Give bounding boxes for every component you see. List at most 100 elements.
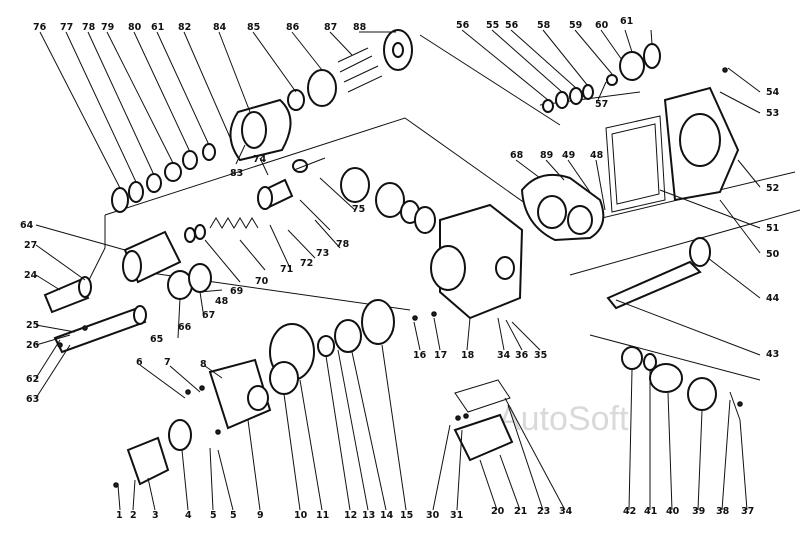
label-76: 76 (33, 22, 47, 33)
ring-77 (128, 181, 144, 203)
label-67: 67 (202, 310, 215, 321)
label-50: 50 (766, 249, 780, 260)
gear-15 (361, 299, 395, 345)
sleeve-72-end (257, 186, 273, 210)
ring-78 (146, 173, 162, 193)
ring-67 (188, 263, 212, 293)
gasket-23 (454, 379, 511, 413)
label-7: 7 (164, 357, 171, 368)
label-39: 39 (692, 506, 705, 517)
label-78-b: 78 (336, 239, 350, 250)
label-48: 48 (590, 150, 604, 161)
label-35: 35 (534, 350, 547, 361)
housing-9 (208, 358, 272, 430)
label-13: 13 (362, 510, 375, 521)
label-40: 40 (666, 506, 680, 517)
label-85: 85 (247, 22, 260, 33)
label-87: 87 (324, 22, 337, 33)
label-68: 68 (510, 150, 524, 161)
ring-81 (202, 143, 216, 161)
drum-84-face (241, 111, 267, 149)
spring-71 (209, 217, 259, 229)
tube-63-end (133, 305, 147, 325)
plate-86 (307, 69, 337, 107)
bearing-42 (621, 346, 643, 370)
ring-27 (78, 276, 92, 298)
ring-12 (317, 335, 335, 357)
label-86: 86 (286, 22, 300, 33)
label-74: 74 (253, 154, 267, 165)
ring-58 (606, 74, 618, 86)
label-61-b: 61 (620, 16, 633, 27)
housing-18-bore (430, 245, 466, 291)
label-68-b: 48 (215, 296, 229, 307)
label-82: 82 (178, 22, 191, 33)
label-69: 69 (230, 286, 243, 297)
label-14: 14 (380, 510, 394, 521)
label-41: 41 (644, 506, 657, 517)
label-63: 63 (26, 394, 39, 405)
label-18: 18 (461, 350, 475, 361)
label-60: 60 (595, 20, 609, 31)
assembly-axis-lines (87, 34, 800, 381)
label-56-b: 56 (505, 20, 519, 31)
label-64: 64 (20, 220, 34, 231)
label-26: 26 (26, 340, 40, 351)
label-71: 71 (280, 264, 293, 275)
ring-41 (643, 353, 657, 371)
label-12: 12 (344, 510, 357, 521)
watermark-text: AutoSoft (498, 400, 629, 438)
housing-52-bore (679, 113, 721, 167)
bearing-60 (619, 51, 645, 81)
label-21: 21 (514, 506, 527, 517)
label-72: 72 (300, 258, 313, 269)
label-75: 75 (352, 204, 365, 215)
label-55: 55 (486, 20, 499, 31)
circlip-61 (643, 43, 661, 69)
shaft-43 (606, 260, 702, 310)
label-43: 43 (766, 349, 779, 360)
label-42: 42 (623, 506, 636, 517)
ring-55b (569, 87, 583, 105)
bolts (57, 67, 743, 488)
label-73: 73 (316, 248, 329, 259)
label-30: 30 (426, 510, 440, 521)
bolt-37 (729, 391, 741, 421)
label-24: 24 (24, 270, 38, 281)
label-6: 6 (136, 357, 143, 368)
label-5: 5 (210, 510, 217, 521)
label-62: 62 (26, 374, 39, 385)
label-37: 37 (741, 506, 754, 517)
ring-80 (182, 150, 198, 170)
label-89: 89 (540, 150, 553, 161)
label-17: 17 (434, 350, 447, 361)
cover-68-bore-2 (567, 205, 593, 235)
part-shapes (43, 29, 741, 486)
label-78: 78 (82, 22, 96, 33)
label-77: 77 (60, 22, 73, 33)
label-34: 34 (497, 350, 511, 361)
pins-87 (337, 47, 383, 93)
ring-55a (555, 91, 569, 109)
label-53: 53 (766, 108, 779, 119)
ring-10 (269, 361, 299, 395)
bearing-44 (689, 237, 711, 267)
label-54: 54 (766, 87, 780, 98)
gasket-40 (649, 363, 683, 393)
label-4: 4 (185, 510, 192, 521)
label-59: 59 (569, 20, 582, 31)
label-57: 57 (595, 99, 608, 110)
label-10: 10 (294, 510, 308, 521)
plate-4 (168, 419, 192, 451)
shaft-24 (43, 278, 90, 314)
label-51: 51 (766, 223, 779, 234)
housing-18-port (495, 256, 515, 280)
label-11: 11 (316, 510, 329, 521)
label-66: 66 (178, 322, 192, 333)
label-58: 58 (537, 20, 551, 31)
part-number-labels: 76 77 78 79 80 61 82 84 85 86 87 88 56 5… (20, 16, 780, 521)
tube-62 (53, 306, 147, 354)
label-44: 44 (766, 293, 780, 304)
label-25: 25 (26, 320, 39, 331)
